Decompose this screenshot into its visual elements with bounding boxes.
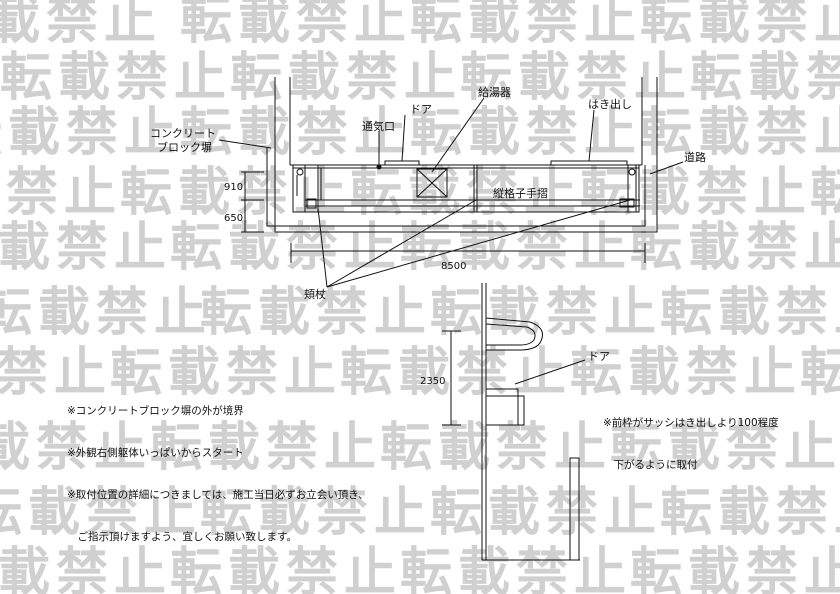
notes-right: ※前枠がサッシはき出しより100程度 下がるように取付 (603, 388, 779, 486)
left-base-plate (306, 198, 317, 209)
watermark-text: 転載禁止 (0, 48, 232, 108)
watermark-text: 転載禁止 (200, 483, 432, 543)
note-line: ※コンクリートブロック塀の外が境界 (67, 405, 244, 417)
dim-2350: 2350 (420, 376, 445, 387)
leader-section-door (514, 359, 586, 385)
note-line: ご指示頂けますよう、宜しくお願い致します。 (67, 531, 297, 543)
carport-frame (292, 164, 640, 213)
watermark-text: 転載禁止 (660, 283, 840, 343)
dim-8500: 8500 (441, 261, 466, 272)
plan-view (218, 77, 684, 288)
watermark-text: 転載禁止 (400, 543, 632, 594)
section-door-frame (486, 395, 525, 426)
section-labels: ドア 2350 (420, 350, 610, 387)
block-wall (266, 148, 646, 227)
watermark-text: 転載禁止 (400, 218, 632, 278)
watermark-text: 転載禁止 (0, 418, 152, 478)
watermark-text: 転載禁止 (580, 163, 812, 223)
watermark-text: 転載禁止 (110, 343, 342, 403)
label-post: 頬杖 (304, 287, 326, 301)
watermark-text: 転載禁止 (640, 103, 840, 163)
watermark-text: 転載禁止 (0, 0, 162, 51)
note-line: ※取付位置の詳細につきましては、施工当日必ずお立会い頂き、 (67, 489, 369, 501)
label-vent: 通気口 (362, 119, 395, 133)
dim-910: 910 (224, 182, 243, 193)
leader-post-2 (326, 199, 477, 288)
watermark-text: 転載禁止 (170, 218, 402, 278)
label-overhang: はき出し (588, 97, 632, 111)
corner-ring-right (628, 168, 636, 176)
watermark-text: 転載禁止 (170, 543, 402, 594)
watermark-text: 転載禁止 (630, 218, 840, 278)
section-post (569, 457, 580, 560)
water-heater-x2 (416, 168, 448, 198)
watermark-text: 転載禁止 (410, 0, 642, 51)
watermark-text: 転載禁止 (0, 483, 202, 543)
leader-overhang (588, 109, 595, 162)
watermark-text: 転載禁止 (410, 103, 642, 163)
building-outline (274, 77, 658, 233)
label-water-heater: 給湯器 (478, 85, 511, 99)
watermark-text: 転載禁止 (640, 0, 840, 51)
watermark-text: 転載禁止 (0, 163, 122, 223)
watermark-text: 転載禁止 (570, 343, 802, 403)
watermark-text: 転載禁止 (660, 483, 840, 543)
leader-post-3 (326, 199, 631, 288)
watermark-text: 転載禁止 (610, 418, 840, 478)
note-line: ※前枠がサッシはき出しより100程度 (603, 417, 779, 429)
watermark-text: 転載禁止 (690, 48, 840, 108)
watermark-text: 転載禁止 (0, 103, 182, 163)
section-canopy (485, 317, 544, 351)
note-line: 下がるように取付 (603, 459, 698, 471)
leader-heater (431, 97, 485, 173)
watermark-text: 転載禁止 (380, 418, 612, 478)
section-canopy-inner (485, 323, 536, 346)
corner-ring-left (296, 168, 304, 176)
dim-650: 650 (224, 213, 243, 224)
watermark-text: 転載禁止 (120, 163, 352, 223)
watermark-text: 転載禁止 (0, 543, 172, 594)
watermark-text: 転載禁止 (800, 343, 840, 403)
label-section-door: ドア (588, 350, 610, 363)
watermark-text: 転載禁止 (230, 48, 462, 108)
watermark-text: 転載禁止 (150, 418, 382, 478)
label-door: ドア (410, 103, 432, 116)
label-handrail: 縦格子手摺 (493, 186, 548, 200)
section-door-recess (486, 388, 519, 426)
watermark-text: 転載禁止 (0, 283, 212, 343)
leader-road (649, 161, 684, 175)
watermark-text: 転載禁止 (810, 163, 840, 223)
watermark-text: 転載禁止 (430, 283, 662, 343)
watermark-text: 転載禁止 (430, 483, 662, 543)
watermark-text: 転載禁止 (200, 283, 432, 343)
leader-wall (218, 139, 272, 149)
watermark-text: 転載禁止 (0, 343, 112, 403)
label-road: 道路 (684, 150, 706, 164)
watermark-text: 転載禁止 (350, 163, 582, 223)
watermark-text: 転載禁止 (0, 218, 172, 278)
label-concrete-wall-2: ブロック塀 (157, 140, 212, 154)
section-view (442, 283, 586, 561)
watermark-text: 転載禁止 (630, 543, 840, 594)
watermark-text: 転載禁止 (180, 103, 412, 163)
label-concrete-wall-1: コンクリート (150, 127, 216, 140)
watermark-text: 転載禁止 (180, 0, 412, 51)
watermark-text: 転載禁止 (340, 343, 572, 403)
watermark-text: 転載禁止 (460, 48, 692, 108)
note-line: ※外観右側躯体いっぱいからスタート (67, 447, 244, 459)
leader-post-1 (317, 207, 328, 288)
leader-door (401, 114, 406, 162)
water-heater-box (416, 168, 448, 198)
notes-left: ※コンクリートブロック塀の外が境界 ※外観右側躯体いっぱいからスタート ※取付位… (67, 376, 369, 558)
plan-labels: コンクリート ブロック塀 通気口 ドア 給湯器 はき出し 道路 縦格子手摺 頬杖… (150, 85, 706, 301)
